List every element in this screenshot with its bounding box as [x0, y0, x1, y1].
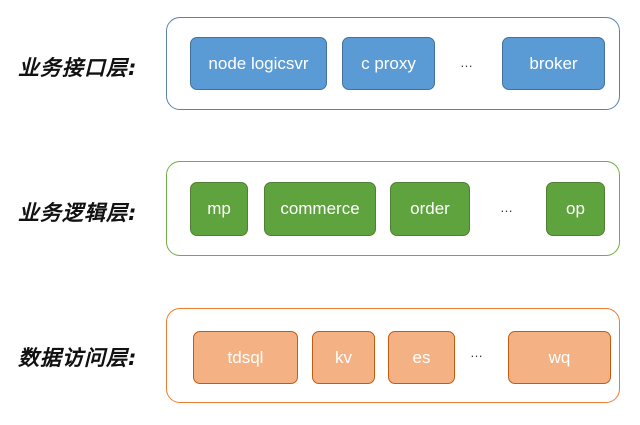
component-broker: broker	[502, 37, 605, 90]
component-kv: kv	[312, 331, 375, 384]
ellipsis: …	[470, 345, 484, 360]
component-node-logicsvr: node logicsvr	[190, 37, 327, 90]
component-order: order	[390, 182, 470, 236]
component-es: es	[388, 331, 455, 384]
layer-label-interface: 业务接口层:	[18, 56, 138, 80]
layer-label-data-access: 数据访问层:	[18, 346, 138, 370]
layer-label-logic: 业务逻辑层:	[18, 201, 138, 225]
component-wq: wq	[508, 331, 611, 384]
ellipsis: …	[460, 55, 474, 70]
component-commerce: commerce	[264, 182, 376, 236]
component-c-proxy: c proxy	[342, 37, 435, 90]
component-mp: mp	[190, 182, 248, 236]
component-op: op	[546, 182, 605, 236]
component-tdsql: tdsql	[193, 331, 298, 384]
ellipsis: …	[500, 200, 514, 215]
